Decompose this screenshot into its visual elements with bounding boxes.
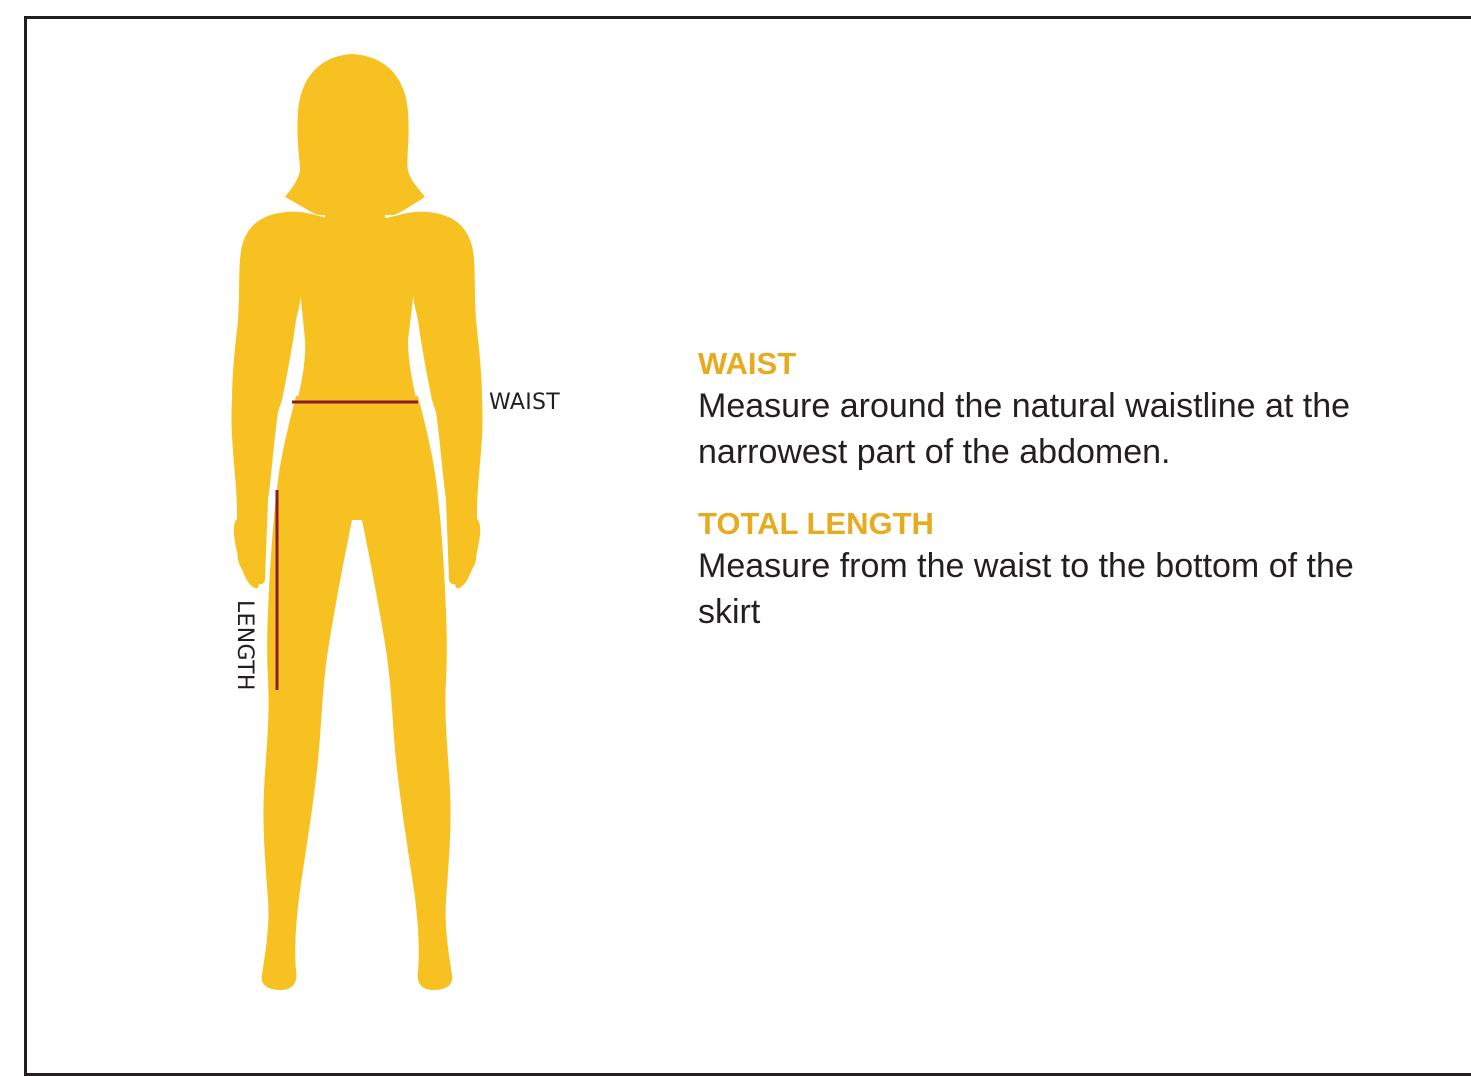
neck-shape <box>324 180 386 222</box>
waist-description: Measure around the natural waistline at … <box>698 383 1438 475</box>
waist-label: WAIST <box>489 390 560 415</box>
length-heading: TOTAL LENGTH <box>698 505 1438 543</box>
waist-instruction: WAIST Measure around the natural waistli… <box>698 345 1438 475</box>
length-description: Measure from the waist to the bottom of … <box>698 543 1378 635</box>
measurement-instructions: WAIST Measure around the natural waistli… <box>698 345 1438 635</box>
length-instruction: TOTAL LENGTH Measure from the waist to t… <box>698 505 1438 635</box>
length-label: LENGTH <box>232 600 257 691</box>
legs-shape <box>262 396 453 990</box>
waist-heading: WAIST <box>698 345 1438 383</box>
